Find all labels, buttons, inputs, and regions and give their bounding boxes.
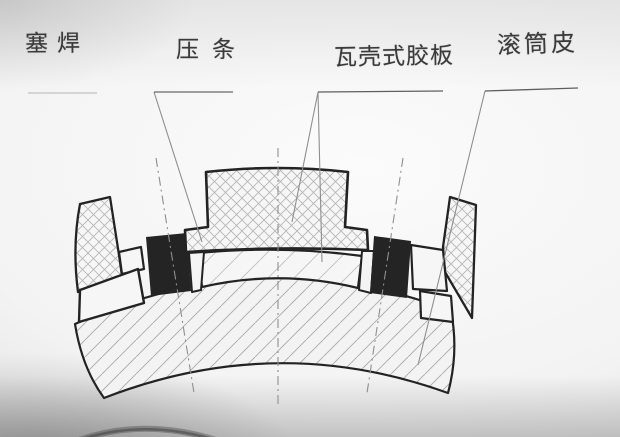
label-drum-shell: 滚筒皮 — [496, 29, 579, 60]
label-press-strip: 压条 — [176, 36, 248, 62]
press-strip-leader — [153, 91, 203, 243]
inner-bore-arc — [78, 425, 217, 437]
label-underlines — [28, 87, 579, 94]
right-press-strip — [370, 236, 411, 298]
centerlines — [155, 148, 404, 408]
right-strip-centerline — [366, 157, 404, 394]
right-step-piece — [409, 243, 449, 293]
label-plug-weld: 塞焊 — [24, 29, 90, 57]
shell-plate-underline — [317, 90, 444, 93]
central-rubber-block — [183, 166, 370, 254]
drum-shell-leader — [417, 90, 486, 366]
left-clamp-piece — [77, 267, 146, 324]
leader-lines — [153, 90, 486, 366]
left-filler-piece — [188, 251, 205, 293]
left-strip-centerline — [155, 157, 195, 394]
left-step-piece — [117, 245, 146, 276]
shell-plate-leader-base — [317, 91, 323, 263]
left-press-strip — [146, 233, 191, 296]
label-shell-rubber-plate: 瓦壳式胶板 — [333, 41, 455, 71]
right-clamp-piece — [418, 289, 455, 324]
shell-plate-leader-block — [291, 91, 319, 223]
drum-shell-underline — [484, 87, 579, 92]
